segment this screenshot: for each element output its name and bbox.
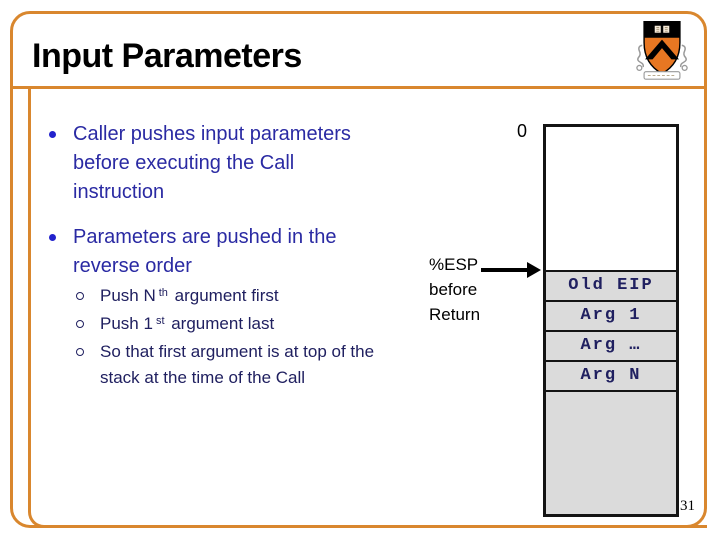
stack-zero-label: 0 xyxy=(517,121,528,141)
circle-bullet-icon xyxy=(76,320,84,328)
page-number: 31 xyxy=(680,498,695,514)
esp-before-return-label: %ESP before Return xyxy=(429,255,481,324)
bullet-text: Parameters are pushed in the reverse ord… xyxy=(73,226,337,277)
stack-cell-arg-ellipsis: Arg … xyxy=(546,330,676,360)
stack-cell-arg1: Arg 1 xyxy=(546,300,676,330)
superscript: th xyxy=(158,287,168,299)
bullet-list: Caller pushes input parameters before ex… xyxy=(46,120,426,391)
princeton-shield-icon xyxy=(636,21,688,80)
circle-bullet-icon xyxy=(76,292,84,300)
stack-cell-old-eip: Old EIP xyxy=(546,270,676,300)
title-separator-line xyxy=(10,86,707,89)
page-title: Input Parameters xyxy=(32,37,302,75)
stack-cell-argn: Arg N xyxy=(546,360,676,390)
bullet-icon xyxy=(49,234,56,241)
inner-frame-line xyxy=(28,89,707,528)
superscript: st xyxy=(155,315,165,327)
sub-bullet-item: So that first argument is at top of the … xyxy=(72,339,426,391)
esp-arrow-head-icon xyxy=(527,262,541,278)
bullet-item: Caller pushes input parameters before ex… xyxy=(46,120,426,207)
stack-diagram: Old EIP Arg 1 Arg … Arg N xyxy=(543,124,679,517)
stack-empty-region xyxy=(546,127,676,270)
esp-arrow xyxy=(481,268,528,272)
bullet-icon xyxy=(49,131,56,138)
stack-bottom-region xyxy=(546,390,676,514)
sub-bullet-text: So that first argument is at top of the … xyxy=(100,342,375,387)
circle-bullet-icon xyxy=(76,348,84,356)
bullet-text: Caller pushes input parameters before ex… xyxy=(73,123,351,203)
bullet-item: Parameters are pushed in the reverse ord… xyxy=(46,223,426,281)
